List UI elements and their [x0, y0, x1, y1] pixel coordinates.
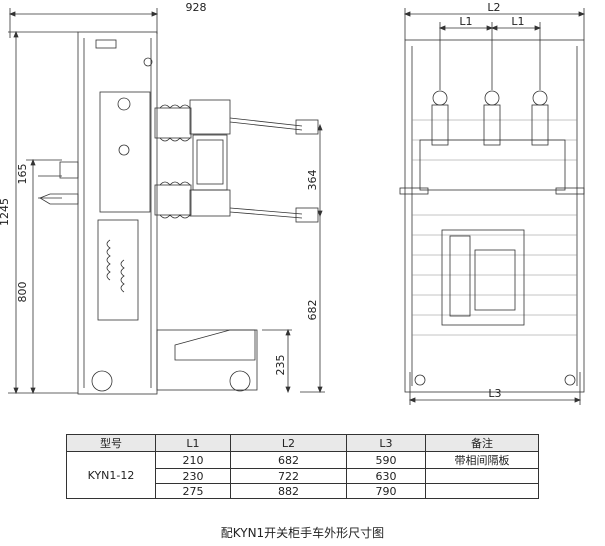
header-model: 型号	[66, 434, 156, 452]
spec-table: 型号 L1 L2 L3 备注 KYN1-12 210 682 590 带相间隔板…	[66, 434, 539, 499]
wheel	[229, 370, 251, 392]
truck-chassis	[156, 329, 258, 391]
cell: 210	[155, 451, 231, 469]
dim-L3: L3	[488, 387, 501, 400]
cell	[425, 468, 539, 484]
model-cell: KYN1-12	[66, 451, 156, 499]
table-row: KYN1-12 210 682 590 带相间隔板	[66, 451, 539, 499]
front-panel	[404, 39, 585, 393]
caption: 配KYN1开关柜手车外形尺寸图	[220, 526, 385, 540]
dim-364: 364	[306, 170, 319, 191]
lower-insulator	[154, 181, 192, 219]
cell: 722	[230, 468, 347, 484]
header-note: 备注	[425, 434, 539, 452]
header-l1: L1	[155, 434, 231, 452]
dim-800: 800	[16, 282, 29, 303]
front-mechanism	[441, 229, 525, 326]
dim-L1-right: L1	[511, 15, 524, 28]
dim-L2: L2	[487, 1, 500, 14]
cell: 790	[346, 483, 426, 499]
dim-1245: 1245	[0, 198, 11, 226]
header-l2: L2	[230, 434, 347, 452]
dim-682: 682	[306, 300, 319, 321]
wheel	[91, 370, 113, 392]
cell: 带相间隔板	[425, 451, 539, 469]
table-header-row: 型号 L1 L2 L3 备注	[66, 434, 539, 452]
cell: 590	[346, 451, 426, 469]
phase-contact	[431, 90, 449, 146]
cell: 230	[155, 468, 231, 484]
cell: 682	[230, 451, 347, 469]
dimension-drawing: 928 1245 165 800 364 682 235 L2 L1 L1 L3	[0, 1, 586, 405]
table-row: 275 882 790	[67, 483, 539, 499]
interrupter-box	[192, 134, 228, 191]
header-l3: L3	[346, 434, 426, 452]
side-panel	[77, 31, 158, 395]
dim-L1-left: L1	[459, 15, 472, 28]
dim-235: 235	[274, 355, 287, 376]
phase-contact	[483, 90, 501, 146]
mechanism	[97, 219, 139, 321]
cell: 630	[346, 468, 426, 484]
phase-contact	[531, 90, 549, 146]
cell: 882	[230, 483, 347, 499]
cell	[425, 483, 539, 499]
dim-165: 165	[16, 164, 29, 185]
dim-928: 928	[186, 1, 207, 14]
cell: 275	[155, 483, 231, 499]
upper-insulator	[154, 104, 192, 142]
